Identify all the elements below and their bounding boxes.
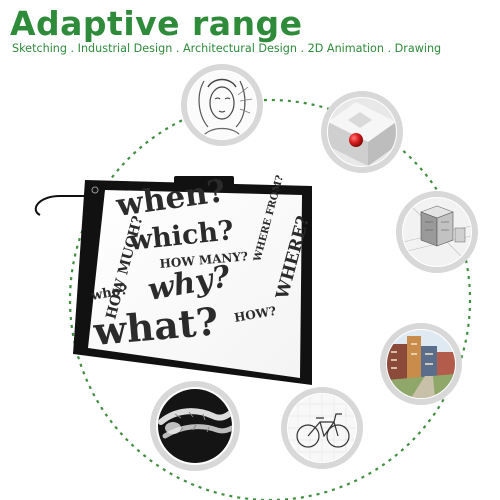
- page-subtitle: Sketching . Industrial Design . Architec…: [12, 42, 442, 55]
- power-button-icon: [91, 186, 99, 194]
- pad-clip: [174, 176, 234, 186]
- thumbnail-xray: [150, 381, 240, 471]
- light-pad: when? which? HOW MANY? WHERE FROM? HOW M…: [34, 173, 314, 385]
- sketch-portrait-icon: [188, 71, 256, 139]
- usb-cable: [34, 195, 96, 216]
- pad-word-what: what?: [91, 298, 220, 354]
- pad-word-who: who?: [89, 283, 129, 304]
- page-title: Adaptive range: [10, 4, 303, 43]
- thumbnail-animation: [380, 323, 462, 405]
- xray-foot-icon: [158, 389, 232, 463]
- thumbnail-bicycle: [281, 387, 363, 469]
- city-street-drawing-icon: [387, 330, 455, 398]
- thumbnail-portrait: [181, 64, 263, 146]
- pad-surface: [88, 190, 302, 378]
- bicycle-sketch-icon: [288, 394, 356, 462]
- architectural-model-icon: [403, 198, 471, 266]
- industrial-render-icon: [328, 98, 396, 166]
- dashed-orbit-circle: [68, 98, 472, 500]
- thumbnail-architecture: [396, 191, 478, 273]
- thumbnail-industrial: [321, 91, 403, 173]
